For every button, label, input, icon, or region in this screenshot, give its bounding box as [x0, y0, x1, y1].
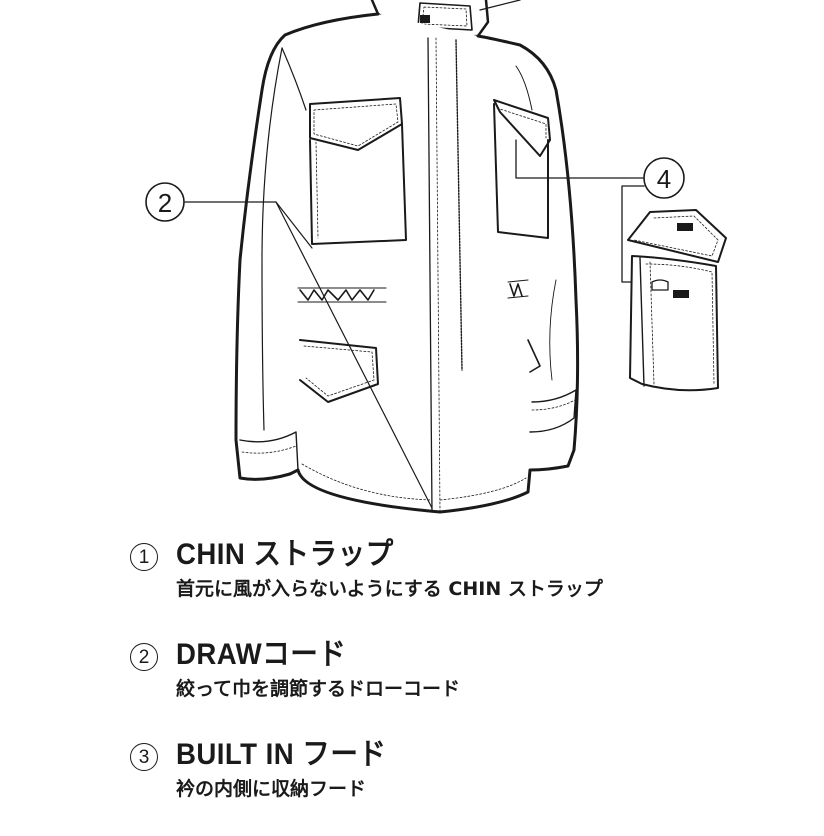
feature-title: CHIN ストラップ [176, 538, 394, 571]
feature-description: 首元に風が入らないようにする CHIN ストラップ [176, 578, 603, 600]
svg-text:4: 4 [657, 164, 671, 194]
feature-number-badge: 1 [130, 543, 158, 571]
feature-description: 衿の内側に収納フード [176, 778, 367, 800]
svg-text:2: 2 [158, 188, 172, 218]
feature-title: BUILT IN フード [176, 738, 387, 771]
feature-number-badge: 2 [130, 643, 158, 671]
feature-list: 1 CHIN ストラップ 首元に風が入らないようにする CHIN ストラップ 2… [130, 536, 810, 836]
callout-2: 2 [145, 182, 185, 222]
feature-built-in-hood: 3 BUILT IN フード 衿の内側に収納フード [130, 736, 810, 836]
feature-number-badge: 3 [130, 743, 158, 771]
feature-chin-strap: 1 CHIN ストラップ 首元に風が入らないようにする CHIN ストラップ [130, 536, 810, 636]
jacket-illustration: 2 4 [145, 0, 727, 514]
feature-title: DRAWコード [176, 638, 347, 671]
jacket-drawing: 2 4 [145, 0, 727, 514]
feature-draw-cord: 2 DRAWコード 絞って巾を調節するドローコード [130, 636, 810, 736]
callout-4: 4 [643, 157, 685, 199]
feature-description: 絞って巾を調節するドローコード [176, 678, 461, 700]
